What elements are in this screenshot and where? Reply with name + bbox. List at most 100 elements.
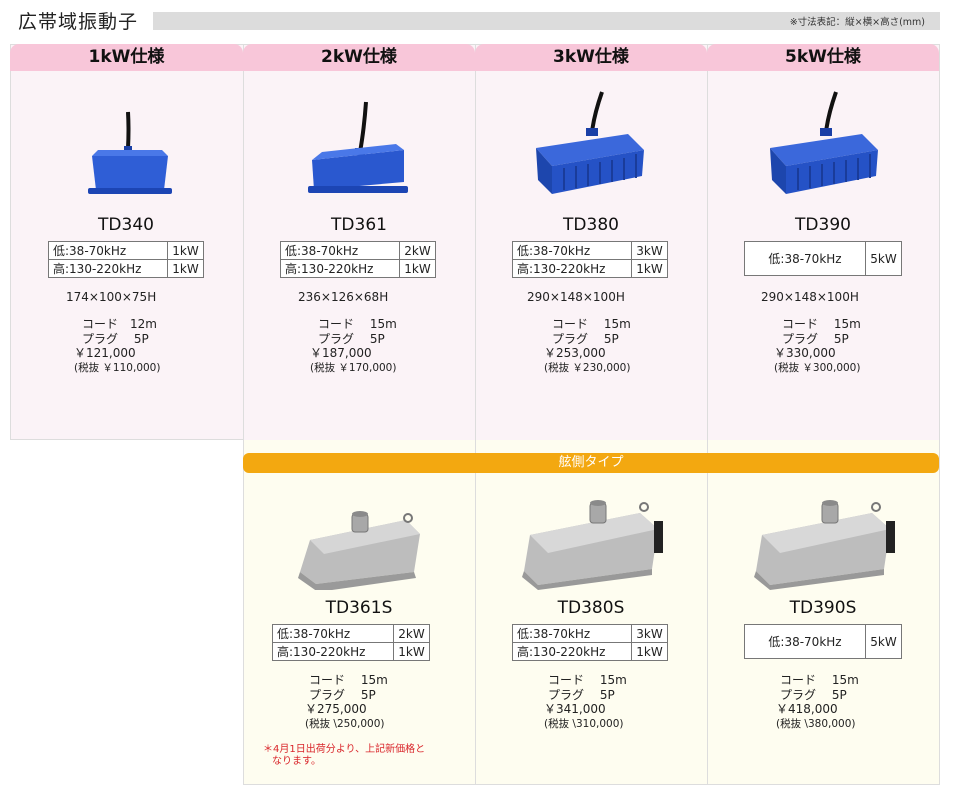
td340-info: コード 12m プラグ 5P ￥121,000 (税抜 ￥110,000): [74, 317, 160, 375]
freq-cell: 高:130-220kHz: [272, 642, 394, 661]
td380s-model: TD380S: [557, 598, 625, 618]
power-cell: 5kW: [865, 624, 902, 659]
td361-model: TD361: [331, 215, 387, 235]
td380-product-image: [536, 91, 644, 194]
cord-length: コード 12m: [82, 317, 157, 331]
td340-model: TD340: [98, 215, 154, 235]
price: ￥187,000: [310, 346, 372, 360]
column-header-1kw: 1kW仕様: [10, 44, 243, 71]
price-ex-tax: (税抜 ￥300,000): [774, 361, 861, 374]
td390-info: コード 15m プラグ 5P ￥330,000 (税抜 ￥300,000): [774, 317, 861, 375]
td390s-info: コード 15m プラグ 5P ￥418,000 (税抜 \380,000): [776, 673, 859, 731]
plug-type: プラグ 5P: [552, 331, 619, 346]
freq-cell: 低:38-70kHz: [512, 241, 632, 260]
side-bg-3kw: [475, 440, 707, 785]
cord-length: コード 15m: [548, 673, 627, 687]
side-bg-2kw: [243, 440, 475, 785]
plug-type: プラグ 5P: [309, 687, 376, 702]
power-cell: 1kW: [631, 642, 668, 661]
freq-cell: 低:38-70kHz: [48, 241, 168, 260]
price-ex-tax: (税抜 \310,000): [544, 717, 624, 730]
freq-cell: 高:130-220kHz: [280, 259, 400, 278]
note-line-1: ＊4月1日出荷分より、上記新価格と: [263, 744, 426, 755]
side-mount-section-header: 舷側タイプ: [243, 453, 939, 473]
power-cell: 5kW: [865, 241, 902, 276]
td380s-info: コード 15m プラグ 5P ￥341,000 (税抜 \310,000): [544, 673, 627, 731]
power-cell: 3kW: [631, 241, 668, 260]
dimension-note: ※寸法表記：縦×横×高さ(mm): [789, 17, 925, 28]
title-bar: [153, 12, 940, 30]
cord-length: コード 15m: [552, 317, 631, 331]
price: ￥253,000: [544, 346, 606, 360]
column-header-3kw: 3kW仕様: [475, 44, 707, 71]
freq-cell: 高:130-220kHz: [48, 259, 168, 278]
td390s-product-image: [754, 500, 895, 590]
td380-model: TD380: [563, 215, 619, 235]
td340-product-image: [88, 111, 172, 194]
plug-type: プラグ 5P: [82, 331, 149, 346]
price: ￥341,000: [544, 702, 606, 716]
td361s-product-image: [298, 511, 420, 590]
price-ex-tax: (税抜 \250,000): [305, 717, 385, 730]
td361-info: コード 15m プラグ 5P ￥187,000 (税抜 ￥170,000): [310, 317, 397, 375]
power-cell: 2kW: [399, 241, 436, 260]
td390-product-image: [770, 91, 878, 194]
td390-model: TD390: [795, 215, 851, 235]
price-ex-tax: (税抜 ￥110,000): [74, 361, 161, 374]
price-ex-tax: (税抜 \380,000): [776, 717, 856, 730]
td361-product-image: [308, 101, 408, 193]
cord-length: コード 15m: [780, 673, 859, 687]
plug-type: プラグ 5P: [548, 687, 615, 702]
side-bg-5kw: [707, 440, 939, 785]
td361-dimensions: 236×126×68H: [298, 290, 389, 304]
column-header-2kw: 2kW仕様: [243, 44, 475, 71]
cord-length: コード 15m: [309, 673, 388, 687]
power-cell: 1kW: [631, 259, 668, 278]
freq-cell: 低:38-70kHz: [744, 241, 866, 276]
freq-cell: 低:38-70kHz: [280, 241, 400, 260]
td380-info: コード 15m プラグ 5P ￥253,000 (税抜 ￥230,000): [544, 317, 631, 375]
price-change-note: ＊4月1日出荷分より、上記新価格と なります。: [263, 744, 425, 768]
td380-dimensions: 290×148×100H: [527, 290, 625, 304]
power-cell: 1kW: [393, 642, 430, 661]
page-title: 広帯域振動子: [18, 11, 139, 33]
power-cell: 1kW: [167, 241, 204, 260]
price: ￥121,000: [74, 346, 136, 360]
column-header-5kw: 5kW仕様: [707, 44, 939, 71]
plug-type: プラグ 5P: [318, 331, 385, 346]
freq-cell: 低:38-70kHz: [744, 624, 866, 659]
cord-length: コード 15m: [782, 317, 861, 331]
plug-type: プラグ 5P: [780, 687, 847, 702]
price: ￥330,000: [774, 346, 836, 360]
power-cell: 1kW: [399, 259, 436, 278]
td390-dimensions: 290×148×100H: [761, 290, 859, 304]
td390s-model: TD390S: [789, 598, 857, 618]
power-cell: 1kW: [167, 259, 204, 278]
freq-cell: 高:130-220kHz: [512, 259, 632, 278]
plug-type: プラグ 5P: [782, 331, 849, 346]
power-cell: 2kW: [393, 624, 430, 643]
td380s-product-image: [522, 500, 663, 590]
td361s-model: TD361S: [325, 598, 393, 618]
note-line-2: なります。: [272, 756, 321, 767]
power-cell: 3kW: [631, 624, 668, 643]
freq-cell: 高:130-220kHz: [512, 642, 632, 661]
cord-length: コード 15m: [318, 317, 397, 331]
freq-cell: 低:38-70kHz: [512, 624, 632, 643]
price-ex-tax: (税抜 ￥230,000): [544, 361, 631, 374]
